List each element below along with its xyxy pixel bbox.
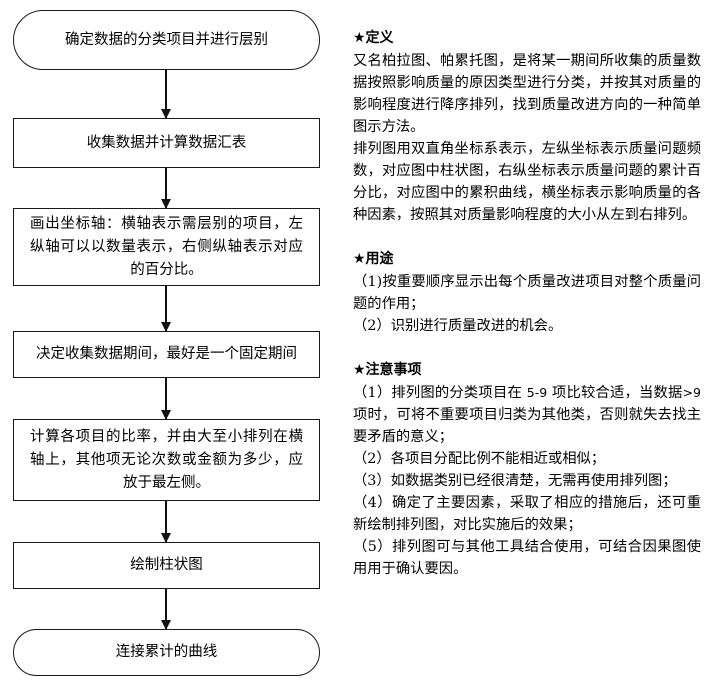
cautions-item-1-range: 5-9 <box>526 385 548 400</box>
flow-node-step-3[interactable]: 画出坐标轴：横轴表示需层别的项目，左纵轴可以以数量表示，右侧纵轴表示对应的百分比… <box>13 208 320 286</box>
flow-connector-2 <box>160 168 171 209</box>
section-cautions-item-5: （5）排列图可与其他工具结合使用，可结合因果图使用用于确认要因。 <box>353 539 701 577</box>
flow-node-step-5[interactable]: 计算各项目的比率，并由大至小排列在横轴上，其他项无论次数或金额为多少，应放于最左… <box>13 419 320 501</box>
arrow-down-icon <box>160 620 171 630</box>
flow-connector-5 <box>160 501 171 543</box>
section-definition-paragraph-2: 排列图用双直角坐标系表示，左纵坐标表示质量问题频数，对应图中柱状图，右纵坐标表示… <box>353 141 701 223</box>
flow-node-step-6-label: 绘制柱状图 <box>130 557 203 573</box>
flow-node-step-6[interactable]: 绘制柱状图 <box>13 542 320 589</box>
section-definition-heading: ★定义 <box>353 30 394 46</box>
flow-connector-6 <box>160 589 171 630</box>
flow-connector-3 <box>160 286 171 332</box>
cautions-item-1-mid: 项比较合适，当数据 <box>547 385 683 401</box>
cautions-item-1-threshold: >9 <box>682 385 702 400</box>
arrow-down-icon <box>160 533 171 543</box>
pareto-chart-flowchart: 确定数据的分类项目并进行层别 收集数据并计算数据汇表 画出坐标轴：横轴表示需层别… <box>0 0 338 685</box>
cautions-item-1-prefix: （1）排列图的分类项目在 <box>353 385 527 401</box>
flow-node-step-7[interactable]: 连接累计的曲线 <box>13 629 320 676</box>
section-cautions-item-1: （1）排列图的分类项目在 5-9 项比较合适，当数据>9 项时，可将不重要项目归… <box>353 382 701 448</box>
section-definition: ★定义 又名柏拉图、帕累托图，是将某一期间所收集的质量数据按照影响质量的原因类型… <box>353 28 701 226</box>
flow-node-step-4[interactable]: 决定收集数据期间，最好是一个固定期间 <box>13 331 320 378</box>
section-usage-heading: ★用途 <box>353 251 394 267</box>
arrow-down-icon <box>160 199 171 209</box>
section-usage-item-2: （2）识别进行质量改进的机会。 <box>353 318 563 334</box>
flow-node-step-7-label: 连接累计的曲线 <box>115 644 218 660</box>
arrow-down-icon <box>160 109 171 119</box>
cautions-item-1-suffix: 项时，可将不重要项目归类为其他类，否则就失去找主要矛盾的意义； <box>353 407 701 445</box>
section-definition-paragraph-1: 又名柏拉图、帕累托图，是将某一期间所收集的质量数据按照影响质量的原因类型进行分类… <box>353 53 701 135</box>
arrow-down-icon <box>160 322 171 332</box>
notes-panel: ★定义 又名柏拉图、帕累托图，是将某一期间所收集的质量数据按照影响质量的原因类型… <box>353 28 701 580</box>
section-cautions-heading: ★注意事项 <box>353 362 422 378</box>
section-cautions-item-2: （2）各项目分配比例不能相近或相似； <box>353 451 606 467</box>
section-cautions-item-3: （3）如数据类别已经很清楚，无需再使用排列图； <box>353 473 677 489</box>
flow-node-step-3-label: 画出坐标轴：横轴表示需层别的项目，左纵轴可以以数量表示，右侧纵轴表示对应的百分比… <box>30 215 303 278</box>
flow-connector-1 <box>160 70 171 119</box>
flow-node-step-5-label: 计算各项目的比率，并由大至小排列在横轴上，其他项无论次数或金额为多少，应放于最左… <box>30 428 303 491</box>
arrow-down-icon <box>160 410 171 420</box>
section-cautions-item-4: （4）确定了主要因素，采取了相应的措施后，还可重新绘制排列图，对比实施后的效果； <box>353 495 701 533</box>
section-usage-item-1: （1)按重要顺序显示出每个质量改进项目对整个质量问题的作用； <box>353 274 701 312</box>
flow-node-step-1-label: 确定数据的分类项目并进行层别 <box>65 31 268 48</box>
flow-connector-4 <box>160 378 171 420</box>
section-spacer <box>353 344 701 360</box>
flow-node-step-1[interactable]: 确定数据的分类项目并进行层别 <box>13 10 320 70</box>
section-spacer <box>353 233 701 249</box>
section-cautions: ★注意事项 （1）排列图的分类项目在 5-9 项比较合适，当数据>9 项时，可将… <box>353 360 701 580</box>
section-usage: ★用途 （1)按重要顺序显示出每个质量改进项目对整个质量问题的作用； （2）识别… <box>353 249 701 337</box>
flow-node-step-2-label: 收集数据并计算数据汇表 <box>86 134 247 151</box>
flow-node-step-2[interactable]: 收集数据并计算数据汇表 <box>13 118 320 168</box>
flow-node-step-4-label: 决定收集数据期间，最好是一个固定期间 <box>36 346 297 362</box>
